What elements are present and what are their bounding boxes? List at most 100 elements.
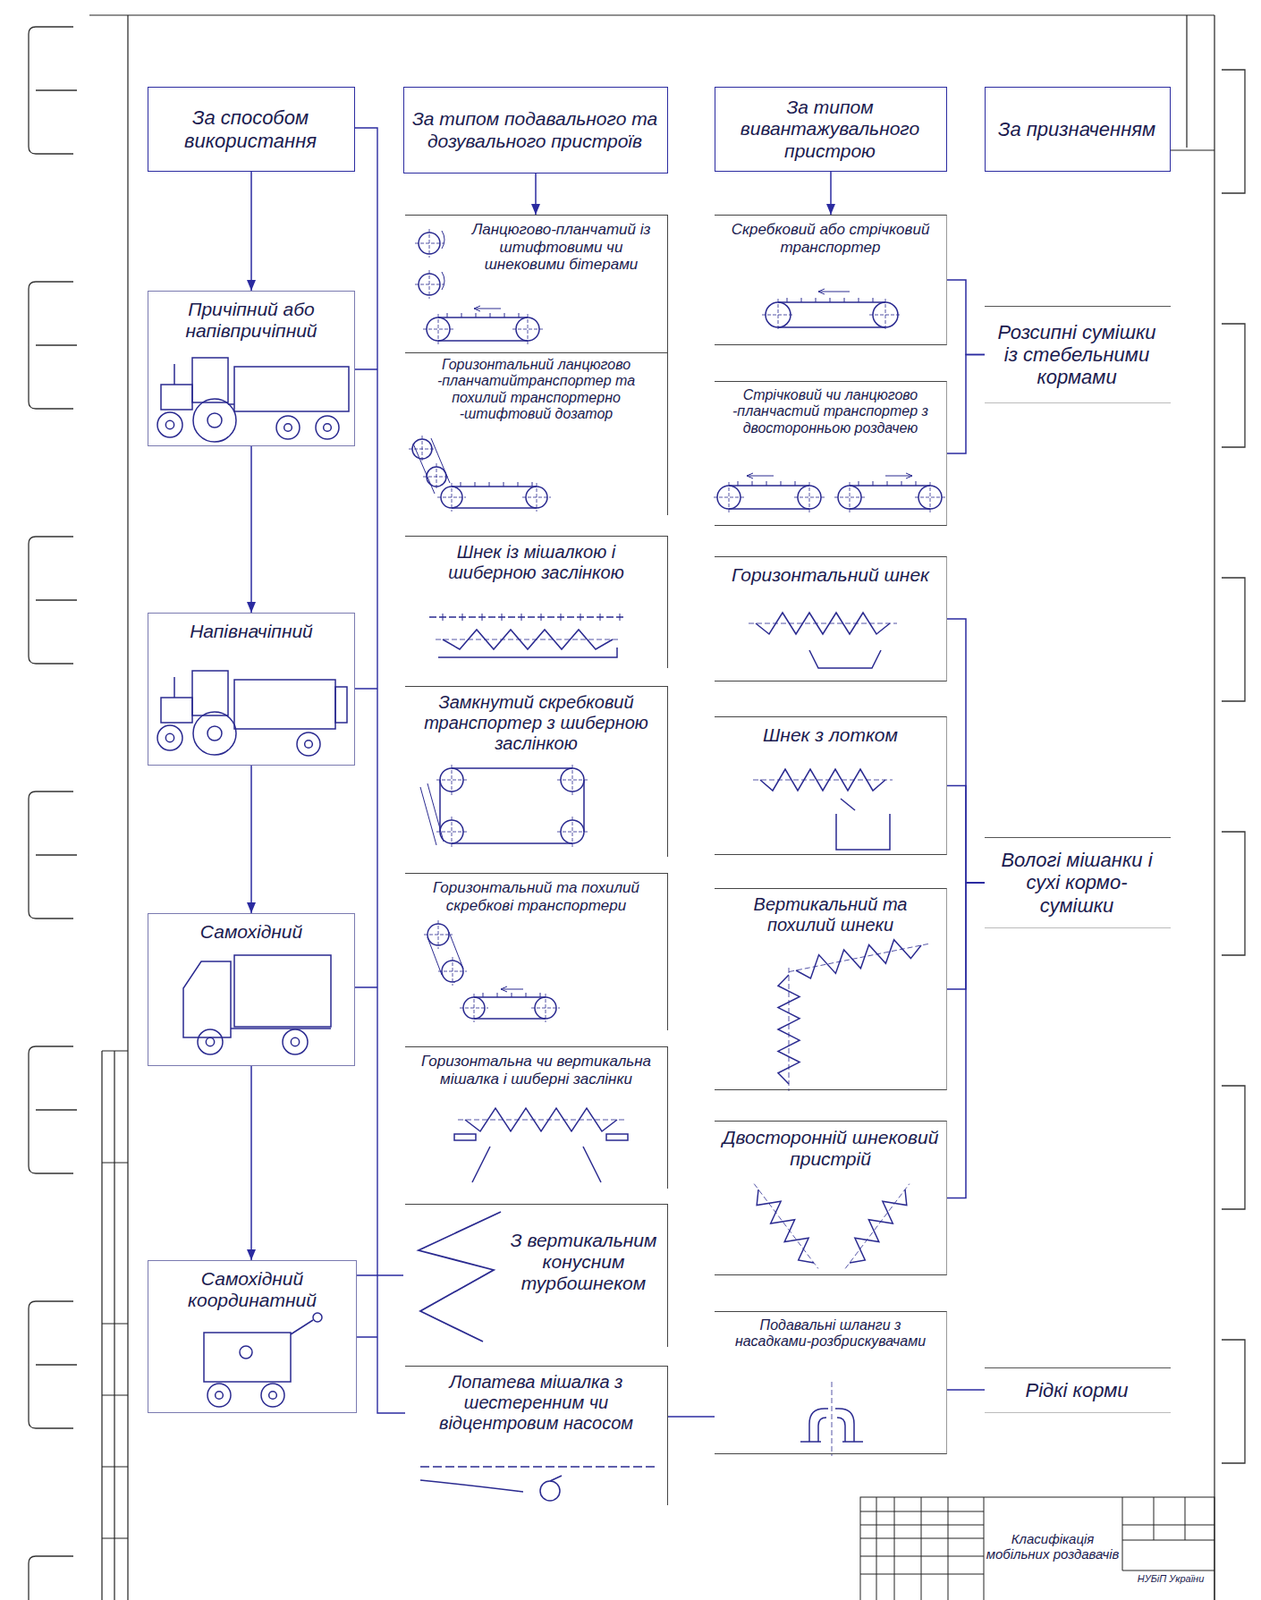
auger-axis bbox=[457, 1119, 625, 1121]
category-header: За типом вивантажувального пристрою bbox=[714, 86, 948, 172]
drawing-title: Класифікація мобільних роздавачів bbox=[985, 1531, 1120, 1563]
class-box: Ланцюгово-планчатий із штифтовими чи шне… bbox=[405, 214, 669, 353]
flow-arrow bbox=[250, 1066, 253, 1261]
binder-tab bbox=[1221, 323, 1245, 448]
wheel bbox=[296, 732, 321, 756]
node-text: Причіпний або напівпричіпний bbox=[153, 298, 349, 342]
wheel bbox=[157, 725, 183, 751]
class-box: Лопатева мішалка з шестеренним чи відцен… bbox=[405, 1365, 669, 1506]
pump-line bbox=[420, 1480, 524, 1492]
node-text: Лопатева мішалка з шестеренним чи відцен… bbox=[410, 1371, 662, 1434]
class-box: Шнек з лотком bbox=[714, 716, 948, 855]
node-text: Самохідний координатний bbox=[153, 1268, 351, 1312]
feed-chute bbox=[836, 813, 890, 850]
roller-axis bbox=[512, 313, 543, 345]
hopper-walls bbox=[472, 1146, 601, 1183]
wheel bbox=[197, 1029, 223, 1055]
binder-tab bbox=[1221, 1085, 1245, 1210]
class-box: Замкнутий скребковий транспортер з шибер… bbox=[405, 685, 669, 857]
motion-arrow bbox=[818, 288, 850, 295]
roller-axis bbox=[713, 482, 745, 513]
exhaust-pipe bbox=[173, 677, 176, 698]
binder-tab bbox=[28, 791, 77, 919]
conveyor-belt bbox=[473, 997, 546, 1019]
class-box: Горизонтальна чи вертикальна мішалка і ш… bbox=[405, 1046, 669, 1189]
class-box: Горизонтальний шнек bbox=[714, 556, 948, 682]
closed-scraper-loop bbox=[440, 768, 584, 844]
wheel-hub bbox=[165, 420, 174, 429]
bracket-connector bbox=[947, 618, 985, 883]
slide-gate-trough bbox=[438, 647, 618, 658]
wheel bbox=[207, 1383, 231, 1407]
auger-axis bbox=[748, 623, 898, 625]
vehicle-body bbox=[203, 1332, 291, 1382]
node-text: Горизонтальна чи вертикальна мішалка і ш… bbox=[410, 1052, 662, 1088]
binder-tab bbox=[28, 26, 77, 154]
bracket-connector bbox=[947, 882, 985, 1199]
node-text: Шнек із мішалкою і шиберною заслінкою bbox=[410, 541, 662, 584]
organization-name: НУБіП України bbox=[1126, 1573, 1215, 1585]
roller-axis bbox=[557, 816, 588, 847]
manipulator-joint bbox=[313, 1312, 322, 1322]
binder-tab bbox=[28, 1046, 77, 1174]
auger-trough bbox=[809, 650, 881, 669]
bracket-connector bbox=[947, 355, 985, 455]
spray-nozzle bbox=[800, 1408, 829, 1442]
wheel bbox=[315, 415, 339, 440]
bracket-connector bbox=[947, 786, 985, 884]
title-block bbox=[860, 1497, 1215, 1600]
binder-tab bbox=[28, 281, 77, 409]
node-text: Горизонтальний ланцюгово -планчатийтранс… bbox=[410, 356, 662, 424]
roller-axis bbox=[914, 482, 946, 513]
class-box: Шнек із мішалкою і шиберною заслінкою bbox=[405, 535, 669, 669]
flow-arrow bbox=[534, 173, 537, 215]
node-text: Рідкі корми bbox=[988, 1379, 1166, 1402]
class-box: Самохідний bbox=[147, 913, 356, 1067]
purpose-box: Вологі мішанки і сухі кормо- сумішки bbox=[984, 837, 1171, 929]
node-text: Напівначіпний bbox=[153, 620, 349, 643]
flow-arrow bbox=[250, 171, 253, 291]
mixer-blades bbox=[442, 613, 620, 621]
slide-gate bbox=[454, 1134, 476, 1141]
class-box: Горизонтальний та похилий скребкові тран… bbox=[405, 872, 669, 1031]
wheel-hub bbox=[323, 423, 332, 432]
purpose-box: Розсипні сумішки із стебельними кормами bbox=[984, 305, 1171, 404]
conveyor-slats bbox=[447, 313, 519, 318]
class-box: З вертикальним конусним турбошнеком bbox=[405, 1203, 669, 1347]
conveyor-slats bbox=[482, 992, 541, 998]
mixer-shaft bbox=[429, 616, 627, 618]
conveyor-belt bbox=[438, 317, 528, 341]
conveyor-slats bbox=[787, 297, 873, 303]
spray-nozzle bbox=[835, 1408, 864, 1442]
inclined-belt bbox=[427, 931, 464, 975]
node-text: За способом використання bbox=[152, 106, 349, 153]
roller-axis bbox=[531, 993, 560, 1023]
flow-arrow bbox=[829, 171, 832, 215]
node-text: Замкнутий скребковий транспортер з шибер… bbox=[410, 692, 662, 754]
tractor-cab bbox=[192, 670, 229, 716]
motion-arrow bbox=[746, 473, 774, 479]
purpose-box: Рідкі корми bbox=[984, 1367, 1171, 1414]
slide-gate bbox=[606, 1134, 628, 1141]
auger-axis bbox=[753, 1184, 819, 1270]
coordinate-mark bbox=[239, 1345, 253, 1359]
roller-axis bbox=[414, 270, 444, 299]
wheel-hub bbox=[284, 423, 293, 432]
class-box: Напівначіпний bbox=[147, 612, 356, 766]
conveyor-belt bbox=[849, 485, 931, 509]
roller-axis bbox=[761, 298, 795, 331]
binder-tabs bbox=[28, 26, 1245, 1600]
node-text: З вертикальним конусним турбошнеком bbox=[505, 1229, 662, 1295]
drawing-frame bbox=[89, 15, 1215, 1600]
wheel-hub bbox=[165, 733, 174, 742]
roller-axis bbox=[438, 956, 467, 986]
rotation-arrow bbox=[441, 230, 445, 249]
conveyor-slats bbox=[460, 482, 533, 487]
hitch bbox=[228, 403, 235, 406]
mixer-shaft bbox=[420, 1465, 658, 1468]
tractor-hood bbox=[160, 697, 193, 723]
class-box: Двосторонній шнековий пристрій bbox=[714, 1120, 948, 1276]
roller-axis bbox=[437, 482, 466, 512]
